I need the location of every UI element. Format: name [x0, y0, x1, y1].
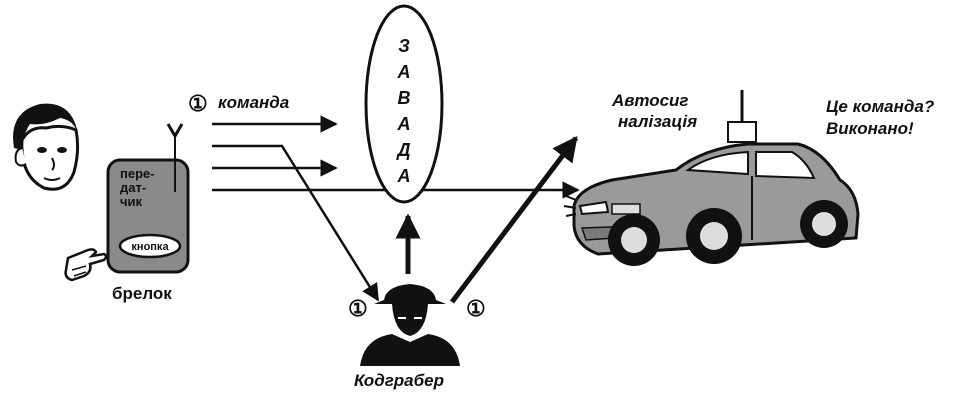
signal-marker-grabber-left: ① [348, 296, 368, 321]
signal-marker-grabber-right: ① [466, 296, 486, 321]
grabber-label: Кодграбер [354, 371, 444, 390]
jamming-letter-3: В [398, 88, 411, 108]
pointing-hand-icon [64, 248, 108, 282]
jamming-letter-6: А [397, 166, 411, 186]
signal-marker-fob: ① [188, 91, 208, 116]
car-reply-line1: Це команда? [826, 97, 935, 116]
signal-arrow-to-grabber [212, 144, 380, 302]
transmitter-label-2: дат- [120, 180, 146, 195]
car-reply-line2: Виконано! [826, 119, 914, 138]
grabber-to-car-arrow [450, 136, 578, 304]
transmitter-label-1: пере- [120, 166, 155, 181]
person-icon [13, 103, 80, 191]
fob-button-label: кнопка [131, 241, 169, 253]
keyfob-transmitter: пере- дат- чик кнопка [106, 158, 190, 274]
antenna-icon [166, 123, 184, 192]
jamming-letter-2: А [397, 62, 411, 82]
transmitter-label-3: чик [120, 194, 143, 209]
spy-icon [360, 284, 460, 366]
fob-button[interactable] [118, 233, 182, 259]
car-icon [563, 90, 860, 266]
jamming-ellipse: З А В А Д А [364, 4, 444, 204]
jamming-letter-5: Д [396, 140, 411, 160]
alarm-label-line1: Автосиг [611, 91, 689, 110]
jamming-letter-4: А [397, 114, 411, 134]
jamming-letter-1: З [398, 36, 410, 56]
command-label: команда [218, 93, 289, 112]
keyfob-label: брелок [112, 284, 172, 303]
alarm-label-line2: налізація [618, 112, 697, 131]
